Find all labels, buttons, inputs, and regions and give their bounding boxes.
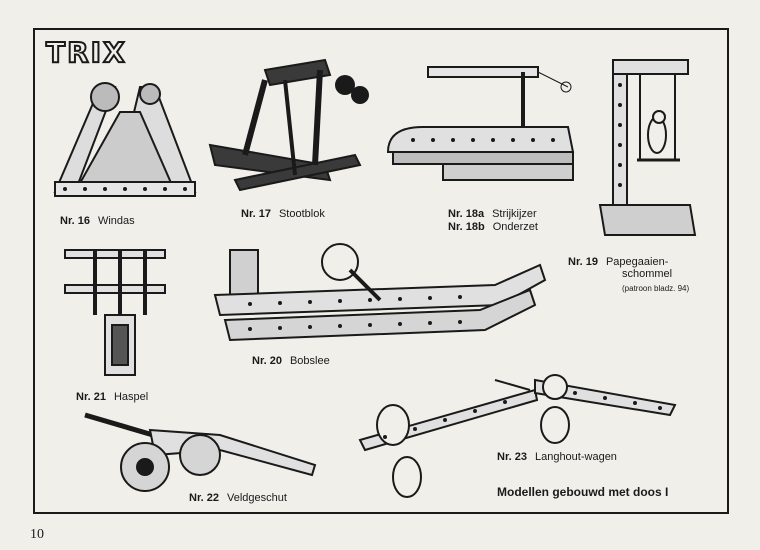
caption-nr19-line2: schommel: [622, 268, 673, 280]
langhout-wagen-illustration: [358, 374, 677, 498]
page-number: 10: [30, 527, 44, 542]
page-frame: [33, 28, 729, 514]
footer-caption: Modellen gebouwd met doos I: [497, 485, 669, 499]
strijkijzer-illustration: [386, 66, 575, 181]
windas-illustration: [53, 82, 197, 197]
stootblok-illustration: [208, 58, 369, 192]
haspel-illustration: [64, 249, 166, 376]
veldgeschut-illustration: [84, 412, 317, 492]
bobslee-illustration: [213, 243, 547, 342]
caption-nr19-note: (patroon bladz. 94): [622, 284, 690, 293]
papegaaienschommel-illustration: [598, 59, 697, 236]
trix-logo: TRIX: [45, 35, 127, 70]
